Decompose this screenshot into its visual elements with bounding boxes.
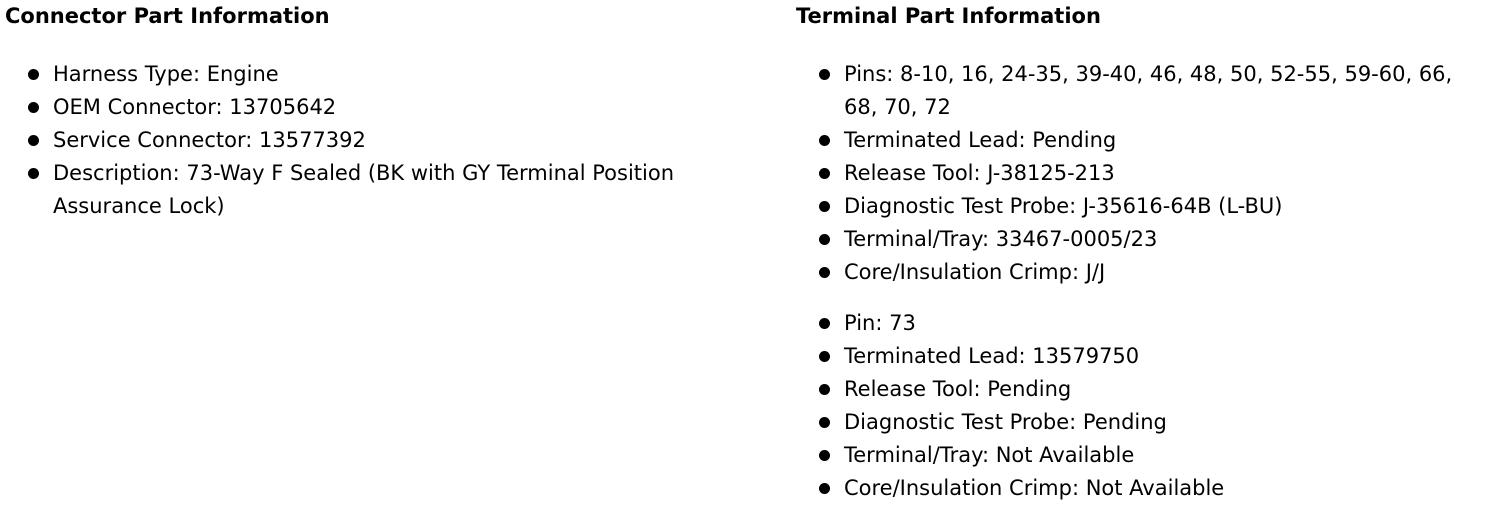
list-item-text: Core/Insulation Crimp: J/J [844,260,1106,284]
bullet-icon [819,384,830,395]
bullet-icon [819,417,830,428]
list-item-text: Terminated Lead: Pending [844,128,1117,152]
list-item-text: Core/Insulation Crimp: Not Available [844,476,1225,500]
list-item: Terminated Lead: Pending [796,124,1469,157]
list-item: Terminal/Tray: 33467-0005/23 [796,223,1469,256]
bullet-icon [819,69,830,80]
bullet-icon [819,168,830,179]
list-item-text: Release Tool: J-38125-213 [844,161,1115,185]
list-item-text: Pins: 8-10, 16, 24-35, 39-40, 46, 48, 50… [844,62,1453,119]
bullet-icon [819,201,830,212]
bullet-icon [819,234,830,245]
bullet-icon [819,450,830,461]
bullet-icon [819,351,830,362]
list-item: Release Tool: Pending [796,373,1469,406]
connector-section-title: Connector Part Information [5,4,330,28]
list-item-text: Terminal/Tray: Not Available [844,443,1135,467]
list-item: Core/Insulation Crimp: Not Available [796,472,1469,505]
bullet-icon [819,483,830,494]
list-item-text: Terminal/Tray: 33467-0005/23 [844,227,1158,251]
list-item: Harness Type: Engine [5,58,713,91]
list-item: Diagnostic Test Probe: Pending [796,406,1469,439]
terminal-part-information-section: Terminal Part Information Pins: 8-10, 16… [796,4,1469,505]
bullet-icon [28,69,39,80]
list-item-text: Description: 73-Way F Sealed (BK with GY… [53,161,675,218]
list-item: Terminated Lead: 13579750 [796,340,1469,373]
bullet-icon [28,135,39,146]
list-item: Diagnostic Test Probe: J-35616-64B (L-BU… [796,190,1469,223]
bullet-icon [819,267,830,278]
list-item: Terminal/Tray: Not Available [796,439,1469,472]
list-item: Description: 73-Way F Sealed (BK with GY… [5,157,713,223]
list-item-text: OEM Connector: 13705642 [53,95,337,119]
bullet-icon [819,318,830,329]
list-item-text: Terminated Lead: 13579750 [844,344,1140,368]
list-item: Pins: 8-10, 16, 24-35, 39-40, 46, 48, 50… [796,58,1469,124]
list-item: OEM Connector: 13705642 [5,91,713,124]
list-item-text: Diagnostic Test Probe: Pending [844,410,1167,434]
bullet-icon [819,135,830,146]
terminal-info-list-group-1: Pins: 8-10, 16, 24-35, 39-40, 46, 48, 50… [796,58,1469,289]
list-item: Release Tool: J-38125-213 [796,157,1469,190]
list-item-text: Pin: 73 [844,311,916,335]
bullet-icon [28,102,39,113]
list-item-text: Harness Type: Engine [53,62,279,86]
list-item-text: Service Connector: 13577392 [53,128,366,152]
list-item: Service Connector: 13577392 [5,124,713,157]
list-item-text: Diagnostic Test Probe: J-35616-64B (L-BU… [844,194,1283,218]
list-item: Core/Insulation Crimp: J/J [796,256,1469,289]
bullet-icon [28,168,39,179]
list-item-text: Release Tool: Pending [844,377,1072,401]
terminal-section-title: Terminal Part Information [796,4,1101,28]
connector-part-information-section: Connector Part Information Harness Type:… [5,4,713,223]
list-item: Pin: 73 [796,307,1469,340]
